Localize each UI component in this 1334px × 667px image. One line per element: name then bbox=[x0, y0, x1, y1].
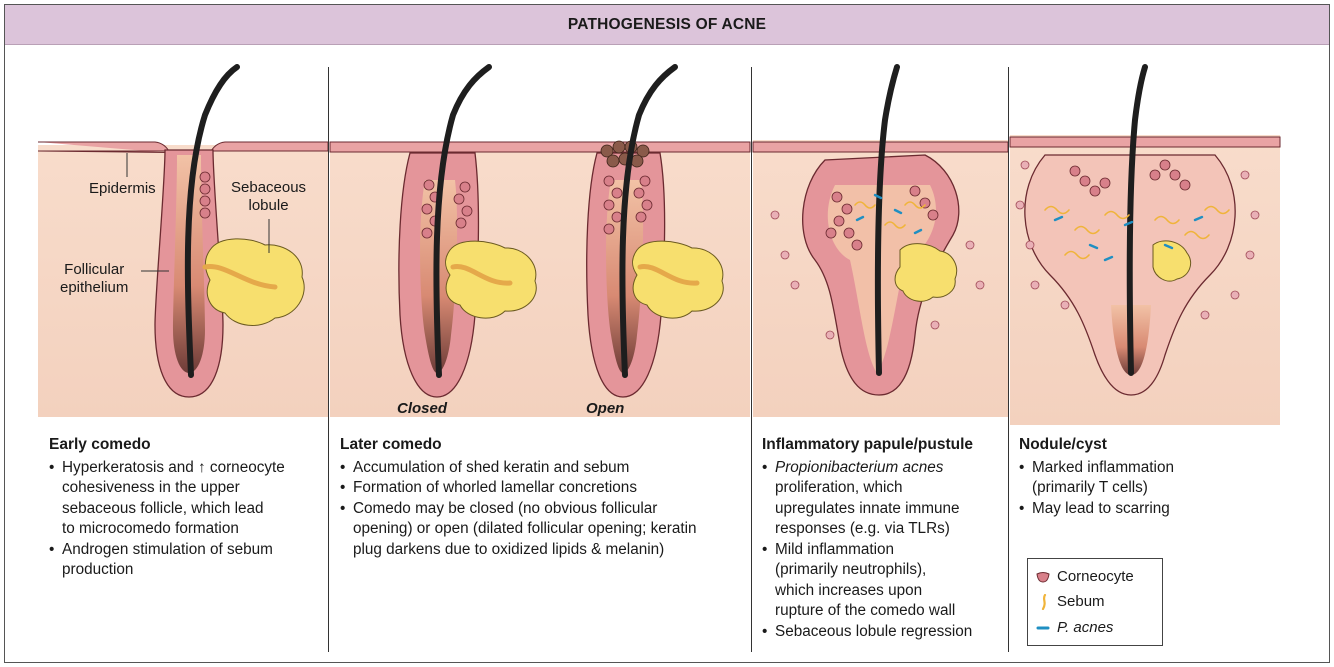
label-sebaceous-lobule: Sebaceous lobule bbox=[231, 179, 306, 215]
label-follicular-epithelium: Follicular epithelium bbox=[60, 261, 128, 297]
label-sebaceous-line2: lobule bbox=[248, 197, 289, 214]
corneocyte-cluster-papule bbox=[825, 185, 939, 251]
label-follicular-line2: epithelium bbox=[60, 279, 129, 296]
sebum-icon bbox=[1041, 593, 1047, 610]
figure-title: PATHOGENESIS OF ACNE bbox=[567, 15, 767, 33]
sebum-strands bbox=[854, 201, 1230, 260]
sebaceous-gland-papule bbox=[894, 243, 958, 302]
p-acnes-icon bbox=[1036, 626, 1050, 629]
bullet: May lead to scarring bbox=[1019, 499, 1279, 520]
divider-3 bbox=[1008, 67, 1010, 652]
sebaceous-gland-nodule bbox=[1152, 240, 1192, 282]
inflammatory-cells bbox=[770, 160, 1260, 340]
corneocyte-cluster-open bbox=[603, 175, 653, 235]
sebum-duct-open bbox=[637, 264, 700, 286]
section-early-comedo: Early comedo Hyperkeratosis and ↑ corneo… bbox=[49, 435, 325, 581]
p-acnes-rods bbox=[855, 193, 1204, 262]
divider-2 bbox=[751, 67, 753, 652]
section-title: Nodule/cyst bbox=[1019, 436, 1107, 453]
title-bar: PATHOGENESIS OF ACNE bbox=[5, 5, 1329, 45]
epidermis-nodule bbox=[1009, 136, 1281, 148]
bullet: Marked inflammation(primarily T cells) bbox=[1019, 458, 1279, 499]
hair-shaft-closed bbox=[433, 64, 492, 378]
hair-shaft-open bbox=[619, 64, 678, 378]
section-later-comedo: Later comedo Accumulation of shed kerati… bbox=[340, 435, 748, 560]
corneocyte-cluster-early bbox=[199, 171, 211, 219]
corneocyte-icon bbox=[1036, 571, 1050, 583]
hair-shaft-papule bbox=[874, 64, 900, 376]
bullet: Comedo may be closed (no obvious follicu… bbox=[340, 499, 748, 561]
bullet: Mild inflammation(primarily neutrophils)… bbox=[762, 540, 1006, 622]
divider-1 bbox=[328, 67, 330, 652]
legend-box: Corneocyte Sebum P. acnes bbox=[1027, 558, 1163, 646]
corneocyte-cluster-closed bbox=[421, 179, 473, 239]
bullet: Hyperkeratosis and ↑ corneocytecohesiven… bbox=[49, 458, 325, 540]
legend-p-acnes: P. acnes bbox=[1036, 619, 1113, 636]
label-open: Open bbox=[586, 400, 625, 417]
acne-stages-illustration bbox=[37, 64, 1281, 425]
corneocyte-cluster-nodule bbox=[1069, 159, 1191, 197]
section-title: Early comedo bbox=[49, 436, 151, 453]
sebum-duct-closed bbox=[450, 264, 513, 286]
section-nodule-cyst: Nodule/cyst Marked inflammation(primaril… bbox=[1019, 435, 1279, 519]
section-title: Later comedo bbox=[340, 436, 442, 453]
hair-shaft-nodule bbox=[1126, 64, 1148, 376]
legend-corneocyte: Corneocyte bbox=[1036, 568, 1134, 585]
hair-shaft-early bbox=[184, 64, 240, 378]
follicle-papule-inner bbox=[827, 185, 936, 373]
figure-frame: PATHOGENESIS OF ACNE bbox=[4, 4, 1330, 663]
bullet: Sebaceous lobule regression bbox=[762, 622, 1006, 643]
bullet: Accumulation of shed keratin and sebum bbox=[340, 458, 748, 479]
label-sebaceous-line1: Sebaceous bbox=[231, 179, 307, 196]
legend-sebum: Sebum bbox=[1036, 593, 1105, 610]
keratin-plug-open bbox=[600, 140, 650, 168]
label-closed: Closed bbox=[397, 400, 448, 417]
epidermis-later bbox=[329, 141, 751, 153]
sebum-duct-early bbox=[202, 264, 278, 290]
label-epidermis: Epidermis bbox=[89, 180, 156, 197]
section-inflammatory-papule: Inflammatory papule/pustule Propionibact… bbox=[762, 435, 1006, 642]
label-follicular-line1: Follicular bbox=[64, 261, 125, 278]
bullet: Formation of whorled lamellar concretion… bbox=[340, 478, 748, 499]
section-title: Inflammatory papule/pustule bbox=[762, 436, 974, 453]
